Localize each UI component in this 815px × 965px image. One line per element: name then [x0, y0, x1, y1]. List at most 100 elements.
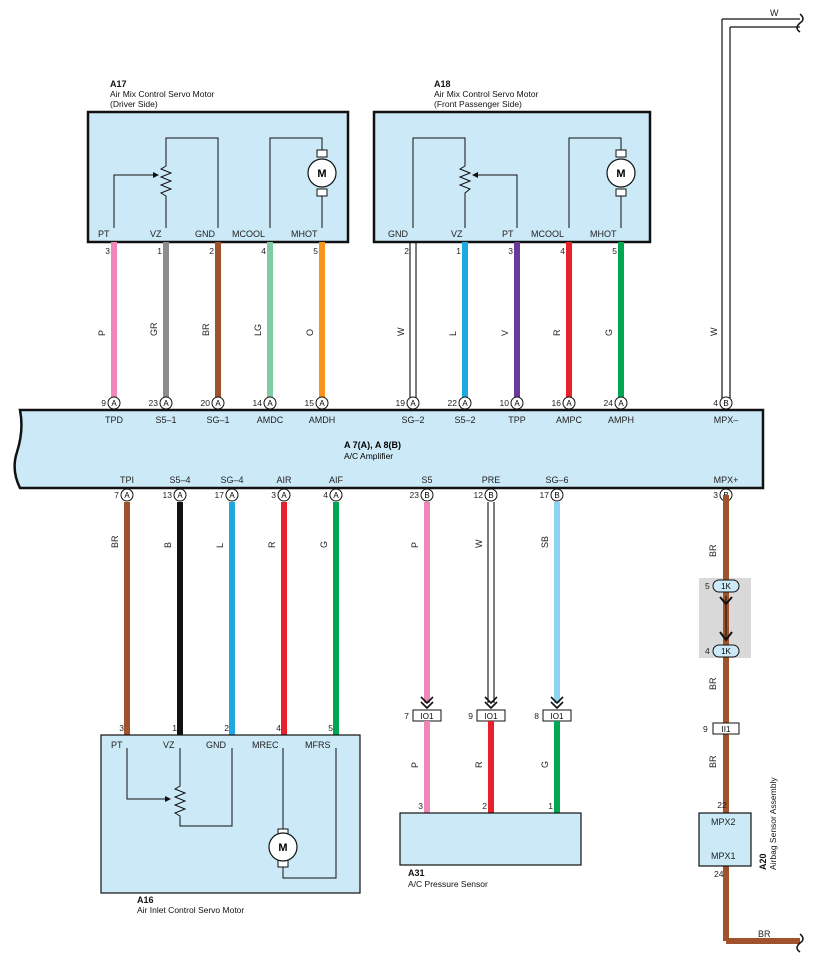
amp-bottom-pin-label-8: MPX+: [714, 475, 739, 485]
io1-connector-label-1: IO1: [485, 712, 498, 721]
top-wire-pin-7: 3: [508, 246, 513, 256]
a16-body: [100, 734, 361, 894]
pressure-wire-code-upper-0: P: [410, 542, 420, 548]
amp-top-pin-1-badge: [159, 396, 173, 410]
amp-top-pin-label-9: AMPH: [608, 415, 634, 425]
amp-top-pin-2-badge: [211, 396, 225, 410]
a17-motor-label: M: [317, 168, 326, 180]
amp-top-pin-10-badge: [719, 396, 733, 410]
connector-ii1-label: II1: [722, 725, 731, 734]
a31-id: A31: [408, 868, 425, 878]
io1-chevron-b-1: [484, 701, 498, 710]
io1-chevron-a-0: [420, 696, 434, 705]
amp-top-pin-6-number: 22: [448, 398, 458, 408]
a16-pin-num-2: 2: [224, 723, 229, 733]
top-wire-code-10: W: [709, 327, 719, 336]
a31-pin-num-2: 1: [548, 801, 553, 811]
amp-top-pin-5-badge: [406, 396, 420, 410]
connector-ii1-pin: 9: [703, 724, 708, 734]
mpx-circuit: BR 1K 5 1K 4 II1 9 MPX2 MPX1 22 24 A20 A…: [698, 495, 804, 953]
amp-top-pin-4-connector: A: [319, 399, 325, 408]
a20-pin-num-24: 24: [714, 869, 724, 879]
a31-pin-num-1: 2: [482, 801, 487, 811]
amp-bottom-pin-7-connector: B: [554, 491, 559, 500]
a16-pin-gnd: GND: [206, 740, 227, 750]
amp-top-pin-0-connector: A: [111, 399, 117, 408]
amp-bottom-pin-6-badge: [484, 488, 498, 502]
amp-top-pin-8-badge: [562, 396, 576, 410]
amp-bottom-pin-0-connector: A: [124, 491, 130, 500]
a16-pin-pt: PT: [111, 740, 123, 750]
ac-amplifier-name: A/C Amplifier: [344, 451, 393, 461]
a20-pin-mpx1: MPX1: [711, 851, 736, 861]
top-wire-code-4: O: [305, 329, 315, 336]
amp-bottom-pin-6-number: 12: [474, 490, 484, 500]
a16-motor-label: M: [278, 842, 287, 854]
amp-bottom-pin-7-badge: [550, 488, 564, 502]
amp-bottom-pin-7-number: 17: [540, 490, 550, 500]
amp-top-pin-9-number: 24: [604, 398, 614, 408]
amp-top-pin-label-1: S5–1: [155, 415, 176, 425]
top-wire-pin-5: 2: [404, 246, 409, 256]
a31-name: A/C Pressure Sensor: [408, 879, 488, 889]
a17-subname: (Driver Side): [110, 99, 158, 109]
ac-amplifier-body: [13, 408, 765, 490]
amp-top-pin-2-connector: A: [215, 399, 221, 408]
amp-bottom-pin-3-number: 3: [271, 490, 276, 500]
amp-top-pin-label-8: AMPC: [556, 415, 583, 425]
amp-bottom-pin-3-connector: A: [281, 491, 287, 500]
bottom-wire-code-2: L: [215, 543, 225, 548]
io1-chevron-b-2: [550, 701, 564, 710]
junction-1k-bottom-pin: 4: [705, 646, 710, 656]
a18-motor-label: M: [616, 168, 625, 180]
a31-pressure-sensor: A31 A/C Pressure Sensor: [399, 812, 582, 889]
amp-bottom-pin-label-2: SG–4: [220, 475, 243, 485]
top-wire-code-2: BR: [201, 323, 211, 336]
a16-pin-mfrs: MFRS: [305, 740, 331, 750]
a20-body: [698, 812, 752, 867]
amp-bottom-pin-8-number: 3: [713, 490, 718, 500]
amp-bottom-pin-3-badge: [277, 488, 291, 502]
amp-pin-group: A9TPDA23S5–1A20SG–1A14AMDCA15AMDHA19SG–2…: [101, 396, 739, 502]
top-wire-pin-0: 3: [105, 246, 110, 256]
amp-bottom-pin-1-connector: A: [177, 491, 183, 500]
top-wire-pin-9: 5: [612, 246, 617, 256]
top-wire-pin-3: 4: [261, 246, 266, 256]
amp-top-pin-6-connector: A: [462, 399, 468, 408]
amp-top-pin-10-number: 4: [713, 398, 718, 408]
a18-pin-mhot: MHOT: [590, 229, 617, 239]
a17-motor-icon: [307, 158, 337, 188]
amp-top-pin-label-3: AMDC: [257, 415, 284, 425]
amp-top-pin-1-number: 23: [149, 398, 159, 408]
amp-bottom-pin-label-4: AIF: [329, 475, 344, 485]
ac-amplifier-id: A 7(A), A 8(B): [344, 440, 401, 450]
mpx-wire-code-1: BR: [708, 544, 718, 557]
a20-pin-mpx2: MPX2: [711, 817, 736, 827]
amp-top-pin-3-connector: A: [267, 399, 273, 408]
mpx-minus-w-wire: W: [721, 8, 804, 398]
amp-bottom-pin-5-badge: [420, 488, 434, 502]
a16-motor-icon: [268, 832, 298, 862]
junction-1k-bottom-label: 1K: [721, 647, 731, 656]
a17-pin-mcool: MCOOL: [232, 229, 265, 239]
top-wire-code-6: L: [448, 331, 458, 336]
top-wire-code-3: LG: [253, 324, 263, 336]
a18-motor-icon: [606, 158, 636, 188]
amp-bottom-pin-label-1: S5–4: [169, 475, 190, 485]
top-wire-code-8: R: [552, 329, 562, 336]
a16-pin-num-1: 1: [172, 723, 177, 733]
amp-bottom-pin-1-number: 13: [163, 490, 173, 500]
top-wire-code-9: G: [604, 329, 614, 336]
amp-top-pin-5-number: 19: [396, 398, 406, 408]
amp-top-pin-10-connector: B: [723, 399, 728, 408]
a17-servo-motor: A17 Air Mix Control Servo Motor (Driver …: [86, 79, 350, 244]
bottom-wire-code-0: BR: [110, 535, 120, 548]
mpx-wire-code-2: BR: [708, 677, 718, 690]
pressure-wire-code-lower-1: R: [474, 761, 484, 768]
a18-name: Air Mix Control Servo Motor: [434, 89, 539, 99]
amp-top-pin-7-connector: A: [514, 399, 520, 408]
top-wire-pin-1: 1: [157, 246, 162, 256]
a17-name: Air Mix Control Servo Motor: [110, 89, 215, 99]
io1-connector-label-0: IO1: [421, 712, 434, 721]
